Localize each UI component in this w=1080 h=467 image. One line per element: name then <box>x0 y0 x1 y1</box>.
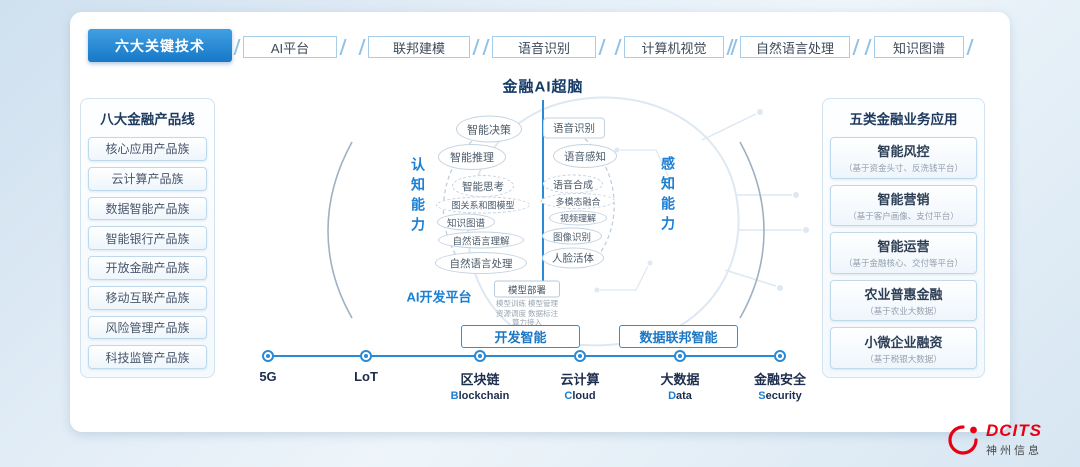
tech-box-fed-modeling: 联邦建模 <box>368 36 470 58</box>
product-line-item: 开放金融产品族 <box>88 256 207 280</box>
timeline-dot-lot <box>360 350 372 362</box>
timeline-dot-bigdata <box>674 350 686 362</box>
timeline-label-bigdata: 大数据 Data <box>625 369 735 402</box>
logo-subtitle: 神州信息 <box>986 445 1042 457</box>
timeline-zh: 云计算 <box>560 372 600 387</box>
timeline-en: Security <box>758 390 802 402</box>
bubble-smart-reasoning: 智能推理 <box>438 144 506 170</box>
product-line-item: 智能银行产品族 <box>88 226 207 250</box>
app-title: 农业普惠金融 <box>864 287 943 303</box>
ai-dev-platform-label: AI开发平台 <box>406 289 472 305</box>
bubble-image-recognition: 图像识别 <box>542 227 602 245</box>
app-title: 智能运营 <box>877 239 930 255</box>
timeline-en: Blockchain <box>450 390 510 402</box>
bubble-smart-decision: 智能决策 <box>456 115 522 143</box>
app-subtitle: （基于金融核心、交付等平台） <box>843 258 963 269</box>
timeline-dot-5g <box>262 350 274 362</box>
app-subtitle: （基于税银大数据） <box>865 353 942 364</box>
tech-box-speech-recog: 语音识别 <box>492 36 596 58</box>
product-lines-panel: 八大金融产品线 核心应用产品族 云计算产品族 数据智能产品族 智能银行产品族 开… <box>80 98 215 378</box>
deploy-line: 资源调度 数据标注 <box>495 308 559 318</box>
timeline-line <box>268 355 782 357</box>
timeline-zh: 区块链 <box>460 372 500 387</box>
deploy-line: 模型训练 模型管理 <box>495 299 559 308</box>
tech-box-knowledge-graph: 知识图谱 <box>874 36 964 58</box>
dcits-swoosh-icon <box>948 424 978 455</box>
business-app-item: 小微企业融资 （基于税银大数据） <box>830 327 977 369</box>
bubble-nlu: 自然语言理解 <box>438 231 524 249</box>
bubble-speech-perception: 语音感知 <box>553 144 617 168</box>
product-line-item: 移动互联产品族 <box>88 285 207 310</box>
bubble-smart-thinking: 智能思考 <box>452 175 514 197</box>
product-lines-title: 八大金融产品线 <box>100 112 195 127</box>
timeline-en: Cloud <box>564 390 596 402</box>
app-title: 智能风控 <box>877 144 930 160</box>
timeline-zh: 金融安全 <box>753 372 806 387</box>
center-axis-line <box>542 100 544 282</box>
bubble-speech-recognition: 语音识别 <box>543 117 605 139</box>
model-deploy-details: 模型训练 模型管理 资源调度 数据标注 算力接入 <box>496 299 558 328</box>
bubble-graph-models: 图关系和图模型 <box>436 196 530 214</box>
product-line-item: 风险管理产品族 <box>88 315 207 340</box>
timeline-dot-security <box>774 350 786 362</box>
timeline-dot-blockchain <box>474 350 486 362</box>
product-line-item: 科技监管产品族 <box>88 345 207 369</box>
bubble-nlp: 自然语言处理 <box>435 252 527 274</box>
app-title: 智能营销 <box>877 191 930 207</box>
timeline-label-lot: LoT <box>311 369 421 384</box>
business-app-item: 智能运营 （基于金融核心、交付等平台） <box>830 232 977 274</box>
bubble-speech-synthesis: 语音合成 <box>543 174 603 194</box>
app-subtitle: （基于资金头寸、反洗钱平台） <box>843 163 963 174</box>
timeline-label-security: 金融安全 Security <box>725 369 835 402</box>
business-apps-title: 五类金融业务应用 <box>849 112 958 127</box>
business-apps-panel: 五类金融业务应用 智能风控 （基于资金头寸、反洗钱平台） 智能营销 （基于客户画… <box>822 98 985 378</box>
timeline-zh: 5G <box>259 369 277 384</box>
center-title: 金融AI超脑 <box>502 78 584 96</box>
app-subtitle: （基于农业大数据） <box>865 306 942 317</box>
dev-intelligence-box: 开发智能 <box>461 325 580 348</box>
product-line-item: 云计算产品族 <box>88 166 207 191</box>
logo-name: DCITS <box>986 421 1042 440</box>
business-app-item: 农业普惠金融 （基于农业大数据） <box>830 279 977 322</box>
timeline-zh: 大数据 <box>660 372 700 387</box>
app-subtitle: （基于客户画像、支付平台） <box>848 210 959 221</box>
timeline-label-5g: 5G <box>213 369 323 384</box>
business-app-item: 智能营销 （基于客户画像、支付平台） <box>830 184 977 227</box>
app-title: 小微企业融资 <box>864 334 943 350</box>
data-federation-box: 数据联邦智能 <box>619 325 738 348</box>
cognitive-ability-label: 认知能力 <box>410 157 426 237</box>
bubble-knowledge-graph: 知识图谱 <box>437 213 495 231</box>
bubble-face-liveness: 人脸活体 <box>542 247 604 269</box>
timeline-zh: LoT <box>354 369 378 384</box>
timeline-label-blockchain: 区块链 Blockchain <box>425 369 535 402</box>
deploy-line: 算力接入 <box>512 318 542 327</box>
dcits-logo: DCITS 神州信息 <box>946 421 1042 458</box>
logo-text: DCITS 神州信息 <box>986 421 1042 458</box>
tech-box-nlp: 自然语言处理 <box>740 36 850 58</box>
perception-ability-label: 感知能力 <box>660 156 676 236</box>
timeline-dot-cloud <box>574 350 586 362</box>
model-deploy-box: 模型部署 <box>494 280 560 298</box>
product-line-item: 核心应用产品族 <box>88 137 207 161</box>
tech-box-ai-platform: AI平台 <box>243 36 337 58</box>
tech-box-computer-vision: 计算机视觉 <box>624 36 724 58</box>
key-tech-tab: 六大关键技术 <box>88 29 232 62</box>
timeline-label-cloud: 云计算 Cloud <box>525 369 635 402</box>
bubble-multimodal-fusion: 多模态融合 <box>541 193 615 209</box>
timeline-en: Data <box>668 390 692 402</box>
business-app-item: 智能风控 （基于资金头寸、反洗钱平台） <box>830 137 977 179</box>
product-line-item: 数据智能产品族 <box>88 196 207 221</box>
bubble-video-understanding: 视频理解 <box>549 210 607 226</box>
